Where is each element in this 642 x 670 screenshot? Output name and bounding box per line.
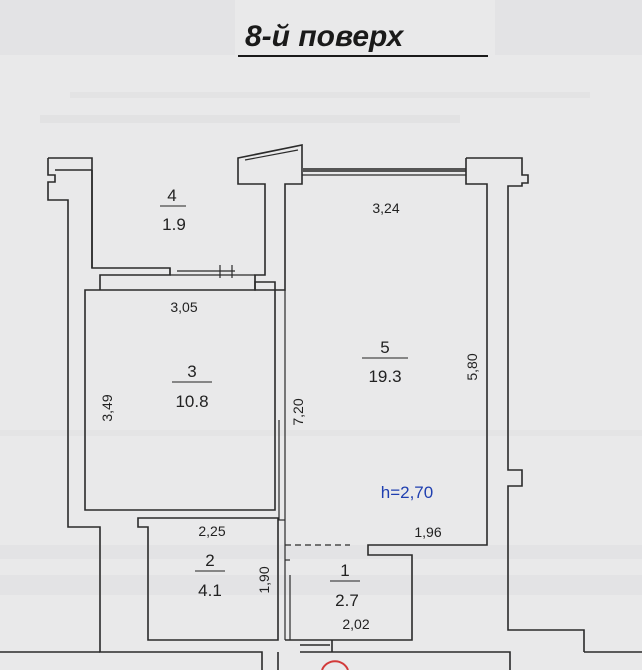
room-4-number: 4 [167,186,176,205]
room-4-area: 1.9 [162,215,186,234]
room-3-number: 3 [187,362,196,381]
room-2-label: 2 4.1 [195,551,225,600]
dim-room1-bottom: 2,02 [342,616,369,632]
room-1-number: 1 [340,561,349,580]
background-watermark [0,0,642,595]
room-3-label: 3 10.8 [172,362,212,411]
dim-room2-right: 1,90 [256,566,272,593]
room-5-area: 19.3 [368,367,401,386]
dim-room3-top: 3,05 [170,299,197,315]
dim-room5-right: 5,80 [464,353,480,380]
page-title: 8-й поверх [245,20,405,53]
dim-room3-left: 3,49 [99,394,115,421]
room-5-label: 5 19.3 [362,338,408,386]
walls [0,144,642,670]
room-3-area: 10.8 [175,392,208,411]
room-2-number: 2 [205,551,214,570]
dim-room5-top: 3,24 [372,200,399,216]
room-5-number: 5 [380,338,389,357]
dim-room5-bottom: 1,96 [414,524,441,540]
room-4-label: 4 1.9 [160,186,186,234]
dim-room5-left: 7,20 [290,398,306,425]
dim-room2-top: 2,25 [198,523,225,539]
room-2-area: 4.1 [198,581,222,600]
room-1-label: 1 2.7 [330,561,360,610]
entrance-marker [321,660,349,670]
ceiling-height: h=2,70 [381,483,433,502]
room-1-area: 2.7 [335,591,359,610]
